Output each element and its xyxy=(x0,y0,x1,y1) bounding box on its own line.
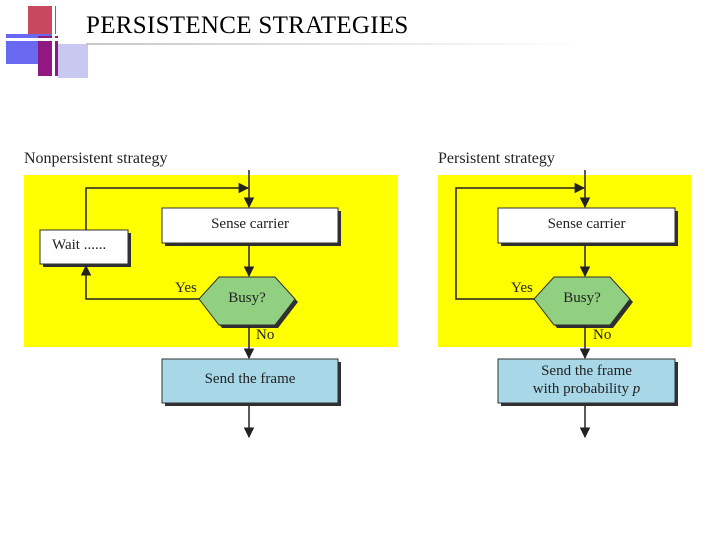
nonpersistent-yes-loop xyxy=(80,264,199,300)
nonpersistent-wait-label: Wait ...... xyxy=(52,237,107,253)
nonpersistent-send-box xyxy=(161,358,339,404)
persistent-send-line2: with probability p xyxy=(498,380,675,398)
logo-square-red xyxy=(28,6,56,34)
nonpersistent-busy-label: Busy? xyxy=(228,290,266,306)
page-title: PERSISTENCE STRATEGIES xyxy=(86,12,409,39)
nonpersistent-sense-label: Sense carrier xyxy=(211,216,289,232)
slide-logo xyxy=(2,0,92,80)
nonpersistent-heading: Nonpersistent strategy xyxy=(24,150,168,167)
persistent-yes-loop xyxy=(455,182,586,300)
persistent-no-label: No xyxy=(593,327,612,343)
nonpersistent-wait-loop xyxy=(85,182,250,230)
title-underline xyxy=(86,43,586,45)
nonpersistent-no-label: No xyxy=(256,327,275,343)
persistent-send-line1: Send the frame xyxy=(541,363,632,379)
logo-line-v xyxy=(52,0,55,80)
persistent-yes-label: Yes xyxy=(511,280,533,296)
nonpersistent-wait-box xyxy=(39,229,129,265)
persistent-send-label: Send the frame with probability p xyxy=(498,362,675,398)
logo-square-lavender xyxy=(58,44,88,78)
persistent-busy-label: Busy? xyxy=(563,290,601,306)
persistent-send-var: p xyxy=(632,381,641,397)
persistent-sense-box xyxy=(497,207,676,244)
logo-line-h xyxy=(2,38,92,41)
nonpersistent-send-label: Send the frame xyxy=(204,371,296,387)
nonpersistent-yes-label: Yes xyxy=(175,280,197,296)
persistent-heading: Persistent strategy xyxy=(438,150,555,167)
persistent-send-line2-text: with probability xyxy=(532,381,629,397)
persistent-send-box xyxy=(497,358,676,404)
persistent-sense-label: Sense carrier xyxy=(547,216,626,232)
